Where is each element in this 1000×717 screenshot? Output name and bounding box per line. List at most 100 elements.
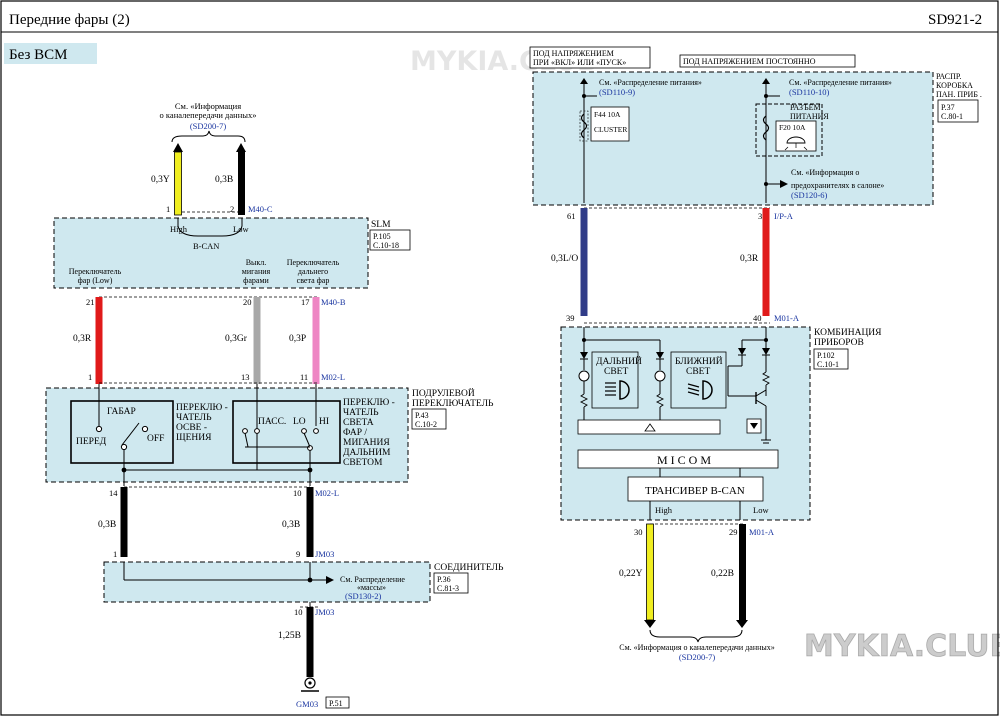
diode-icon (750, 423, 758, 429)
connector-label: M40-C (248, 204, 273, 214)
svg-text:мигания: мигания (242, 267, 271, 276)
can-low-label: Low (753, 505, 769, 515)
switch-name: ПОДРУЛЕВОЙ (412, 387, 475, 399)
wire-can-low-black (739, 524, 746, 620)
svg-text:предохранителях в салоне»: предохранителях в салоне» (791, 181, 884, 190)
diagram-code: SD921-2 (928, 12, 982, 28)
svg-text:ПАСС.: ПАСС. (258, 417, 286, 427)
power-distribution-ref: См. «Распределение питания» (789, 78, 892, 87)
ground-ref: P.51 (329, 699, 343, 708)
power-distribution-code: (SD110-10) (789, 87, 829, 97)
pin-label: 11 (300, 372, 308, 382)
diode-icon (738, 348, 746, 355)
svg-text:HI: HI (319, 417, 329, 427)
svg-text:Переключатель: Переключатель (69, 267, 122, 276)
svg-text:КОМБИНАЦИЯ: КОМБИНАЦИЯ (814, 328, 882, 338)
pin-label: 1 (166, 204, 170, 214)
svg-text:фар (Low): фар (Low) (78, 276, 113, 285)
power-distribution-code: (SD110-9) (599, 87, 635, 97)
svg-text:См. «Информация: См. «Информация (175, 101, 241, 111)
can-bus-bracket (177, 218, 243, 237)
fuse-label-box (590, 106, 630, 142)
lamp-icon (654, 370, 666, 382)
resistor-icon (761, 371, 771, 386)
wire-label: 0,3P (289, 334, 306, 344)
svg-text:РАСПР.: РАСПР. (936, 72, 961, 81)
low-beam-indicator (670, 351, 727, 409)
fusebox-ref-box (937, 99, 979, 123)
fuse-icon (579, 110, 589, 142)
beam-switch-label: ПЕРЕКЛЮ - ЧАТЕЛЬ СВЕТА ФАР / МИГАНИЯ ДАЛ… (343, 398, 395, 468)
high-beam-indicator (591, 351, 639, 409)
wire-label: 0,3R (740, 254, 759, 264)
svg-text:ПЕРЕД: ПЕРЕД (76, 437, 107, 447)
led-icon (580, 352, 588, 359)
pin-label: 10 (293, 488, 302, 498)
wire-can-high-yellow (646, 523, 654, 621)
watermark-bottom: MYKIA.CLUB (804, 629, 1000, 664)
can-reference-right-code: (SD200-7) (679, 652, 716, 662)
arrow-right-icon (780, 180, 788, 188)
driver-bus (577, 419, 721, 435)
light-switch: ГАБАР ПЕРЕД OFF (70, 384, 174, 470)
wire-label: 0,3L/O (551, 254, 578, 264)
fuse-icon (762, 115, 770, 141)
lamp-icon (784, 136, 808, 151)
svg-text:ДАЛЬНИМ: ДАЛЬНИМ (343, 448, 391, 458)
hot-always-label-box (679, 54, 856, 68)
connector-label: JM03 (315, 607, 334, 617)
fusebox-ref: C.80-1 (941, 112, 963, 121)
triangle-icon (644, 423, 656, 432)
arrow-up-icon (173, 143, 183, 152)
wire-can-high-yellow (174, 151, 182, 216)
micom-label: MICOM (657, 453, 714, 467)
slm-module (53, 217, 369, 289)
pin-label: 13 (241, 372, 250, 382)
pin-label: 10 (294, 607, 303, 617)
slm-high-label: High (170, 224, 188, 234)
low-beam-label: СВЕТ (686, 367, 710, 377)
ground-label: GM03 (296, 699, 318, 709)
svg-text:Переключатель: Переключатель (287, 258, 340, 267)
slm-bcan-label: B-CAN (193, 241, 219, 251)
hot-run-label: ПРИ «ВКЛ» ИЛИ «ПУСК» (533, 58, 626, 67)
svg-text:См. «Информация о: См. «Информация о (791, 168, 859, 177)
wire-label: 0,22Y (619, 569, 643, 579)
svg-text:ФАР /: ФАР / (343, 428, 367, 438)
wire-pink (312, 297, 320, 384)
wire-black (120, 487, 128, 557)
wire-label: 0,3Y (151, 175, 170, 185)
can-bus-bracket (649, 629, 743, 643)
can-high-label: High (655, 505, 673, 515)
pin-label: 20 (243, 297, 252, 307)
beam-switch: ПАСС. LO HI (232, 384, 341, 470)
fuse-id: F20 10A (779, 123, 806, 132)
power-connector (755, 103, 823, 157)
svg-text:КОРОБКА: КОРОБКА (936, 81, 973, 90)
pin-label: 30 (634, 527, 643, 537)
svg-text:«массы»: «массы» (357, 583, 386, 592)
svg-text:СВЕТА: СВЕТА (343, 418, 374, 428)
diode-icon (762, 348, 770, 355)
variant-label: Без BCM (9, 47, 67, 63)
slm-pin-labels: Переключатель фар (Low) Выкл. мигания фа… (69, 258, 340, 285)
svg-text:(SD130-2): (SD130-2) (345, 591, 382, 601)
wire-label: 0,3B (282, 520, 300, 530)
power-connector-label: ПИТАНИЯ (790, 112, 829, 121)
transistor-icon (755, 389, 767, 407)
wire-red (762, 208, 770, 316)
wire-label: 0,3B (98, 520, 116, 530)
connector-label: M02-L (321, 372, 345, 382)
connector-label: I/P-A (774, 211, 794, 221)
ground-distribution-note: См. Распределение «массы» (SD130-2) (340, 575, 405, 601)
wire-ground-black (306, 607, 314, 677)
diagram-title: Передние фары (2) (9, 12, 130, 28)
svg-text:См. Распределение: См. Распределение (340, 575, 405, 584)
wire-red (95, 297, 103, 384)
slm-low-label: Low (233, 224, 249, 234)
led-icon (656, 352, 664, 359)
can-reference-right: См. «Информация о каналепередачи данных» (619, 643, 775, 652)
multifunction-switch (45, 387, 409, 483)
cluster-ref: P.102 (817, 351, 835, 360)
